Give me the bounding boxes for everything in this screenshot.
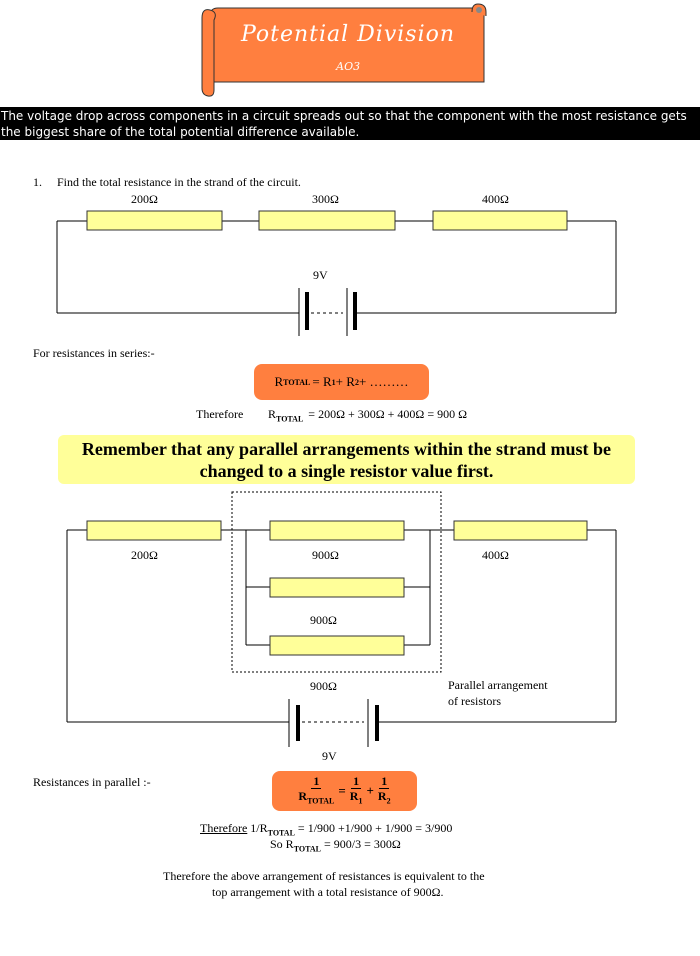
- label-200: 200Ω: [131, 192, 158, 206]
- label-battery-1: 9V: [313, 268, 328, 282]
- page-title: Potential Division: [240, 22, 456, 47]
- parallel-label-2: of resistors: [448, 694, 501, 708]
- resistor-parallel-2: [269, 577, 405, 598]
- parallel-calc-2: So RTOTAL = 900/3 = 300Ω: [270, 837, 401, 854]
- resistor-200: [86, 210, 223, 231]
- label-right-400: 400Ω: [482, 548, 509, 562]
- parallel-label-1: Parallel arrangement: [448, 678, 548, 692]
- intro-text: The voltage drop across components in a …: [0, 107, 700, 140]
- series-result: RTOTAL = 200Ω + 300Ω + 400Ω = 900 Ω: [268, 407, 468, 424]
- label-battery-2: 9V: [322, 749, 337, 763]
- step-text: Find the total resistance in the strand …: [57, 175, 301, 189]
- series-therefore: Therefore: [196, 407, 244, 421]
- label-parallel-2: 900Ω: [310, 613, 337, 627]
- resistor-right-400: [453, 520, 588, 541]
- conclusion-line-1: Therefore the above arrangement of resis…: [163, 869, 485, 883]
- remember-note: Remember that any parallel arrangements …: [58, 435, 635, 484]
- resistor-parallel-3: [269, 635, 405, 656]
- label-300: 300Ω: [312, 192, 339, 206]
- parallel-heading: Resistances in parallel :-: [33, 775, 151, 789]
- label-left-200: 200Ω: [131, 548, 158, 562]
- circuit-1: [56, 220, 617, 336]
- resistor-400: [432, 210, 568, 231]
- circuit-2: [66, 491, 617, 747]
- parallel-calc-1: Therefore 1/RTOTAL = 1/900 +1/900 + 1/90…: [200, 821, 453, 838]
- label-400: 400Ω: [482, 192, 509, 206]
- step-number: 1.: [33, 175, 42, 189]
- banner-subtitle: АО3: [335, 60, 361, 73]
- conclusion-line-2: top arrangement with a total resistance …: [212, 885, 444, 899]
- resistor-300: [258, 210, 396, 231]
- resistor-left-200: [86, 520, 222, 541]
- label-parallel-1: 900Ω: [312, 548, 339, 562]
- series-heading: For resistances in series:-: [33, 346, 155, 360]
- label-parallel-3: 900Ω: [310, 679, 337, 693]
- resistor-parallel-1: [269, 520, 405, 541]
- banner-scroll: [201, 3, 487, 97]
